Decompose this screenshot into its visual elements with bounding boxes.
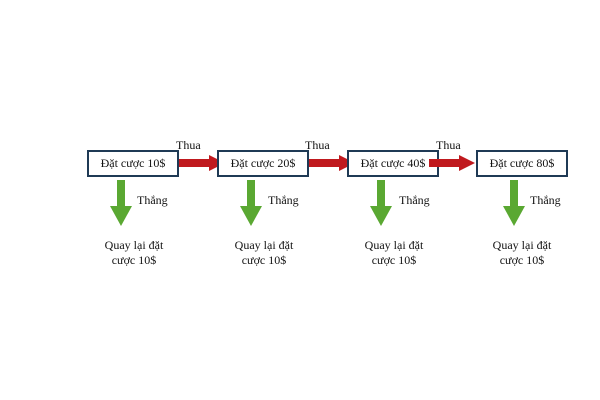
result-text-1: Quay lại đặt cược 10$ <box>84 238 184 268</box>
win-arrow-2 <box>240 180 262 226</box>
result-line-3a: Quay lại đặt <box>364 238 424 252</box>
result-line-4b: cược 10$ <box>499 253 545 267</box>
win-arrow-1 <box>110 180 132 226</box>
result-line-3b: cược 10$ <box>371 253 417 267</box>
lose-label-3: Thua <box>436 138 461 152</box>
result-text-3: Quay lại đặt cược 10$ <box>344 238 444 268</box>
result-line-2b: cược 10$ <box>241 253 287 267</box>
bet-box-2: Đặt cược 20$ <box>217 150 309 177</box>
lose-label-1: Thua <box>176 138 201 152</box>
lose-label-2: Thua <box>305 138 330 152</box>
result-line-2a: Quay lại đặt <box>234 238 294 252</box>
result-text-4: Quay lại đặt cược 10$ <box>472 238 572 268</box>
result-text-2: Quay lại đặt cược 10$ <box>214 238 314 268</box>
result-line-4a: Quay lại đặt <box>492 238 552 252</box>
win-label-2: Thắng <box>268 193 299 207</box>
win-label-1: Thắng <box>137 193 168 207</box>
lose-arrow-3 <box>429 155 475 171</box>
result-line-1a: Quay lại đặt <box>104 238 164 252</box>
bet-box-1: Đặt cược 10$ <box>87 150 179 177</box>
win-arrow-4 <box>503 180 525 226</box>
win-label-3: Thắng <box>399 193 430 207</box>
bet-box-4: Đặt cược 80$ <box>476 150 568 177</box>
win-label-4: Thắng <box>530 193 561 207</box>
result-line-1b: cược 10$ <box>111 253 157 267</box>
win-arrow-3 <box>370 180 392 226</box>
bet-box-3: Đặt cược 40$ <box>347 150 439 177</box>
